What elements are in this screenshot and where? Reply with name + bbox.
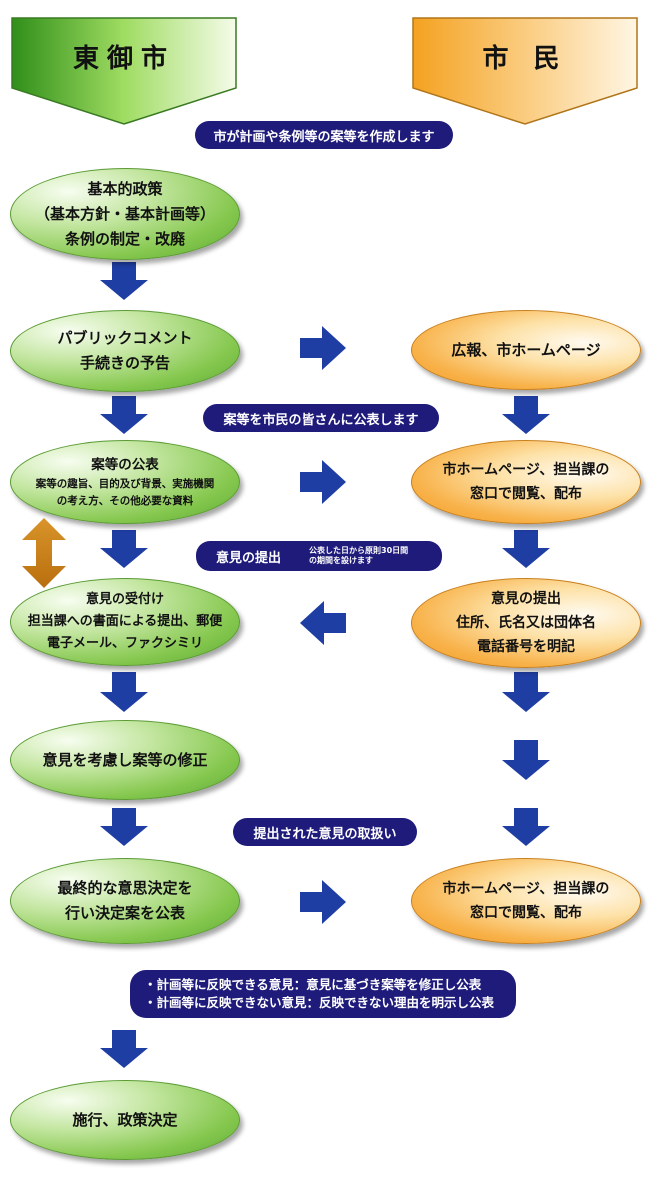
city-header-shape bbox=[11, 17, 237, 125]
right-arrow bbox=[300, 460, 346, 504]
node-view-distribute-final: 市ホームページ、担当課の 窓口で閲覧、配布 bbox=[411, 858, 641, 944]
pill-publish: 案等を市民の皆さんに公表します bbox=[203, 404, 439, 432]
left-down-arrows bbox=[100, 262, 148, 1068]
down-arrow bbox=[502, 530, 550, 568]
node-text: 最終的な意思決定を bbox=[57, 879, 193, 897]
pill-result-line1: ・計画等に反映できる意見：意見に基づき案等を修正し公表 bbox=[144, 977, 482, 992]
node-text: の考え方、その他必要な資料 bbox=[56, 495, 194, 507]
node-public-comment-notice: パブリックコメント 手続きの予告 bbox=[10, 310, 240, 392]
citizen-header-shape bbox=[412, 17, 638, 125]
node-revise-draft: 意見を考慮し案等の修正 bbox=[10, 720, 240, 800]
down-arrow bbox=[100, 808, 148, 846]
node-text: 市ホームページ、担当課の bbox=[442, 881, 610, 897]
node-text: 電子メール、ファクシミリ bbox=[46, 636, 203, 651]
node-basic-policy: 基本的政策 （基本方針・基本計画等） 条例の制定・改廃 bbox=[10, 168, 240, 260]
city-header: 東御市 bbox=[12, 0, 236, 90]
down-arrow bbox=[100, 1030, 148, 1068]
node-text: 基本的政策 bbox=[87, 179, 163, 198]
node-text: 窓口で閲覧、配布 bbox=[470, 486, 582, 502]
pill-period-note-line1: 公表した日から原則30日間 bbox=[309, 546, 409, 555]
pill-submit-opinion: 意見の提出 公表した日から原則30日間 の期間を設けます bbox=[196, 541, 442, 571]
node-text: 手続きの予告 bbox=[79, 354, 170, 372]
down-arrow bbox=[502, 808, 550, 846]
node-text: 行い決定案を公表 bbox=[64, 904, 185, 922]
node-bulletin-homepage: 広報、市ホームページ bbox=[411, 310, 641, 390]
node-view-distribute: 市ホームページ、担当課の 窓口で閲覧、配布 bbox=[411, 440, 641, 524]
node-text: 市ホームページ、担当課の bbox=[442, 462, 610, 478]
pill-period-note-line2: の期間を設けます bbox=[309, 556, 374, 565]
node-text: パブリックコメント bbox=[57, 329, 193, 347]
node-accept-opinions: 意見の受付け 担当課への書面による提出、郵便 電子メール、ファクシミリ bbox=[10, 578, 240, 666]
node-publish-draft: 案等の公表 案等の趣旨、目的及び背景、実施機関 の考え方、その他必要な資料 bbox=[10, 440, 240, 524]
node-text: 案等の趣旨、目的及び背景、実施機関 bbox=[35, 478, 215, 490]
down-arrow bbox=[100, 530, 148, 568]
node-text: 担当課への書面による提出、郵便 bbox=[27, 614, 223, 629]
node-text: 意見の受付け bbox=[85, 592, 164, 607]
right-arrow bbox=[300, 326, 346, 370]
right-arrow bbox=[300, 880, 346, 924]
down-arrow bbox=[100, 672, 148, 712]
node-citizen-submit: 意見の提出 住所、氏名又は団体名 電話番号を明記 bbox=[411, 578, 641, 668]
node-final-decision: 最終的な意思決定を 行い決定案を公表 bbox=[10, 858, 240, 944]
citizen-header-label: 市 民 bbox=[482, 44, 568, 74]
node-text: 条例の制定・改廃 bbox=[64, 229, 185, 248]
down-arrow bbox=[100, 262, 148, 300]
node-title: 案等の公表 bbox=[91, 457, 159, 473]
pill-handling: 提出された意見の取扱い bbox=[233, 818, 417, 846]
pill-result-line2: ・計画等に反映できない意見：反映できない理由を明示し公表 bbox=[144, 995, 495, 1010]
pill-publish-text: 案等を市民の皆さんに公表します bbox=[223, 412, 419, 428]
node-text: 窓口で閲覧、配布 bbox=[470, 905, 582, 921]
pill-create-draft-text: 市が計画や条例等の案等を作成します bbox=[213, 129, 435, 145]
city-header-label: 東御市 bbox=[72, 44, 175, 74]
pill-period-note: 公表した日から原則30日間 の期間を設けます bbox=[309, 546, 408, 566]
down-arrow bbox=[502, 672, 550, 712]
down-arrow bbox=[100, 396, 148, 434]
node-text: （基本方針・基本計画等） bbox=[34, 204, 215, 223]
down-arrow bbox=[502, 740, 550, 780]
left-arrow bbox=[300, 601, 346, 645]
node-text: 意見の提出 bbox=[491, 591, 561, 607]
node-text: 電話番号を明記 bbox=[477, 639, 575, 655]
pill-create-draft: 市が計画や条例等の案等を作成します bbox=[195, 121, 453, 149]
node-enforcement: 施行、政策決定 bbox=[10, 1080, 240, 1160]
down-arrow bbox=[502, 396, 550, 434]
node-text: 住所、氏名又は団体名 bbox=[456, 615, 596, 631]
pill-result-handling: ・計画等に反映できる意見：意見に基づき案等を修正し公表 ・計画等に反映できない意… bbox=[130, 970, 516, 1018]
right-down-arrows bbox=[502, 396, 550, 846]
citizen-header: 市 民 bbox=[413, 0, 637, 90]
double-arrow-icon bbox=[22, 518, 66, 588]
pill-handling-text: 提出された意見の取扱い bbox=[253, 826, 397, 842]
node-text: 施行、政策決定 bbox=[72, 1110, 178, 1129]
node-text: 広報、市ホームページ bbox=[451, 340, 601, 359]
pill-submit-opinion-text: 意見の提出 bbox=[216, 550, 282, 566]
horizontal-arrows bbox=[300, 326, 346, 924]
node-text: 意見を考慮し案等の修正 bbox=[42, 750, 208, 769]
